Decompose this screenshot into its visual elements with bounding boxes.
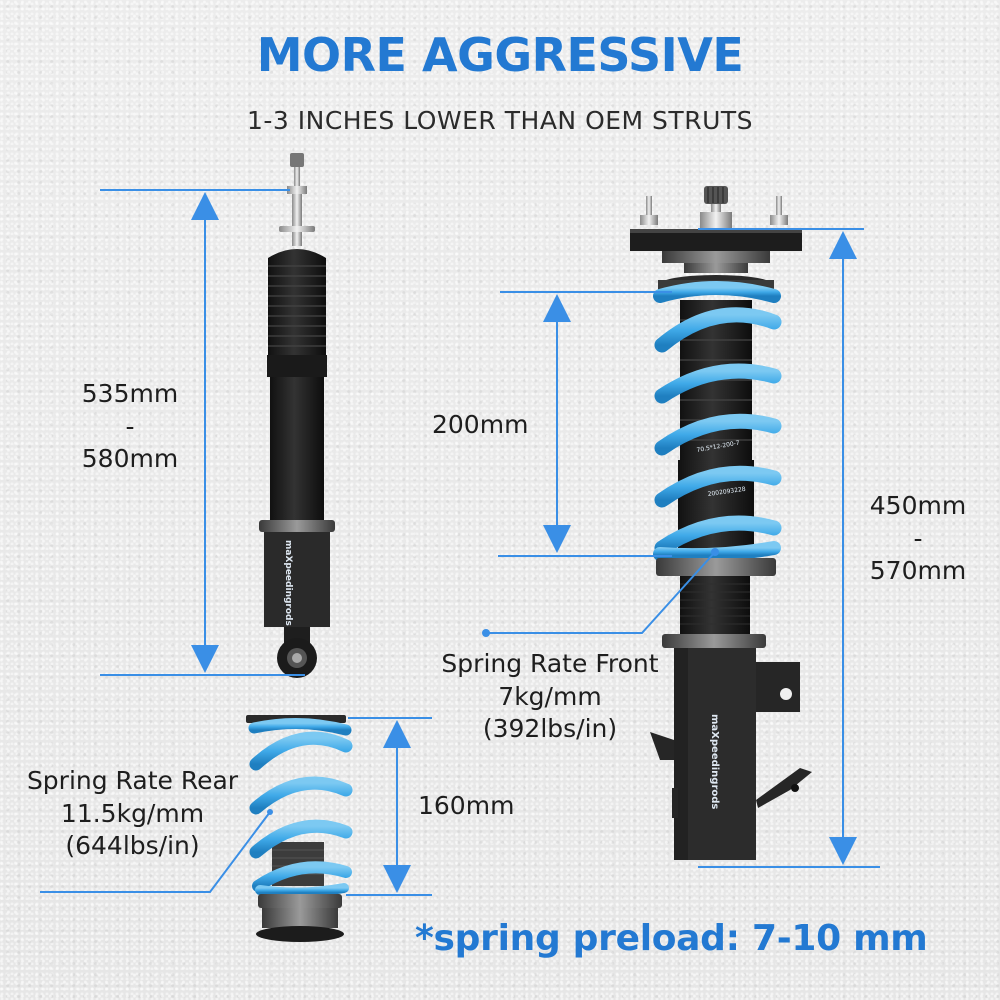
headline-title: MORE AGGRESSIVE xyxy=(256,28,744,82)
rear-spring-height-label: 160mm xyxy=(418,791,515,820)
rear-shock-length-max: 580mm xyxy=(81,444,179,473)
spring-rate-rear-metric: 11.5kg/mm xyxy=(60,798,205,828)
front-spring-height-label: 200mm xyxy=(432,410,529,439)
spring-rate-rear-title: Spring Rate Rear xyxy=(26,766,239,795)
spring-rate-rear-label: Spring Rate Rear 11.5kg/mm (644lbs/in) xyxy=(10,765,255,863)
front-strut-length-max: 570mm xyxy=(869,556,967,585)
spring-rate-front-title: Spring Rate Front xyxy=(441,649,659,678)
rear-spring-dimension-line xyxy=(346,717,432,896)
spring-rate-rear-imperial: (644lbs/in) xyxy=(65,831,200,860)
headline-subtitle: 1-3 INCHES LOWER THAN OEM STRUTS xyxy=(246,106,754,135)
front-strut-brand-logo: maXpeedingrods xyxy=(709,714,720,809)
rear-shock-brand-logo: maXpeedingrods xyxy=(283,540,293,626)
rear-spring-rate-callout-line xyxy=(40,809,273,893)
front-strut-dimension-line xyxy=(698,228,880,868)
rear-shock-dimension-line xyxy=(100,189,305,676)
front-strut-length-label: 450mm - 570mm xyxy=(848,490,988,588)
spring-rate-front-label: Spring Rate Front 7kg/mm (392lbs/in) xyxy=(425,648,675,746)
front-spring-rate-callout-line xyxy=(482,548,719,637)
rear-shock-absorber: maXpeedingrods xyxy=(259,153,335,678)
spring-rate-front-metric: 7kg/mm xyxy=(498,681,602,711)
spring-rate-front-imperial: (392lbs/in) xyxy=(482,714,618,743)
front-strut-length-separator: - xyxy=(913,523,923,553)
rear-shock-length-separator: - xyxy=(125,411,135,441)
front-strut-assembly: 70.5*12-200-7 2002093228 maXpeedingrods xyxy=(630,186,812,860)
front-spring-dimension-line xyxy=(498,291,672,557)
rear-coil-spring xyxy=(246,715,353,942)
rear-shock-length-label: 535mm - 580mm xyxy=(55,378,205,476)
rear-shock-length-min: 535mm xyxy=(81,379,179,408)
front-strut-length-min: 450mm xyxy=(869,491,967,520)
spring-preload-footnote: *spring preload: 7-10 mm xyxy=(415,918,928,959)
